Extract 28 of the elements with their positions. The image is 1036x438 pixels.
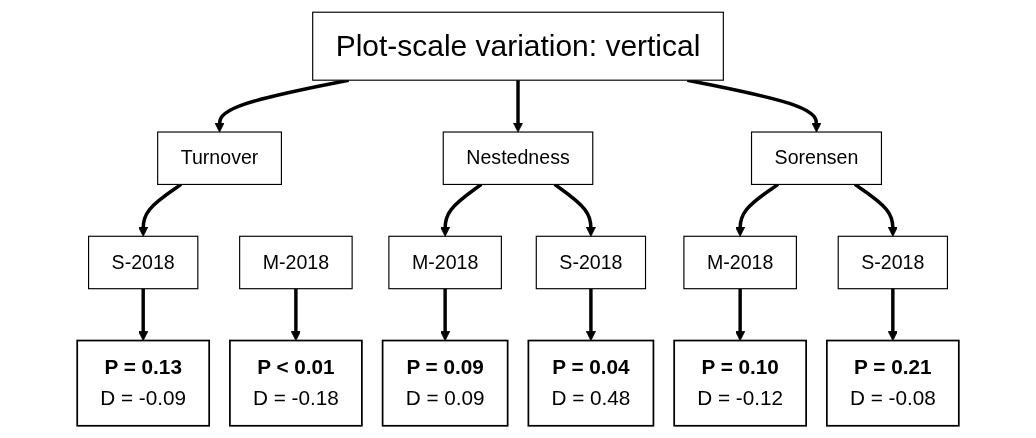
node-box: M-2018 xyxy=(683,235,797,290)
arrow xyxy=(887,288,898,341)
node-box: Turnover xyxy=(157,131,282,185)
arrow xyxy=(138,288,149,341)
node-box: S-2018 xyxy=(88,235,199,290)
node-box: Sorensen xyxy=(750,131,882,185)
arrow xyxy=(290,288,301,341)
node-box: P = 0.21 D = -0.08 xyxy=(825,339,960,427)
node-box: S-2018 xyxy=(535,235,647,290)
arrow xyxy=(440,183,483,237)
node-box: P < 0.01 D = -0.18 xyxy=(229,339,363,427)
node-box: P = 0.04 D = 0.48 xyxy=(527,339,655,427)
node-box: P = 0.09 D = 0.09 xyxy=(381,339,509,427)
arrow xyxy=(735,183,780,237)
node-box: Plot-scale variation: vertical xyxy=(312,11,724,81)
node-box: M-2018 xyxy=(239,235,353,290)
arrow xyxy=(512,80,524,133)
arrow xyxy=(853,183,898,237)
arrow xyxy=(735,288,746,341)
node-box: Nestedness xyxy=(442,131,594,185)
arrow xyxy=(440,288,451,341)
node-box: P = 0.13 D = -0.09 xyxy=(76,339,211,427)
arrow xyxy=(553,183,596,237)
node-box: M-2018 xyxy=(388,235,502,290)
arrow xyxy=(585,288,596,341)
node-box: S-2018 xyxy=(837,235,948,290)
arrow xyxy=(138,183,183,237)
node-box: P = 0.10 D = -0.12 xyxy=(673,339,807,427)
